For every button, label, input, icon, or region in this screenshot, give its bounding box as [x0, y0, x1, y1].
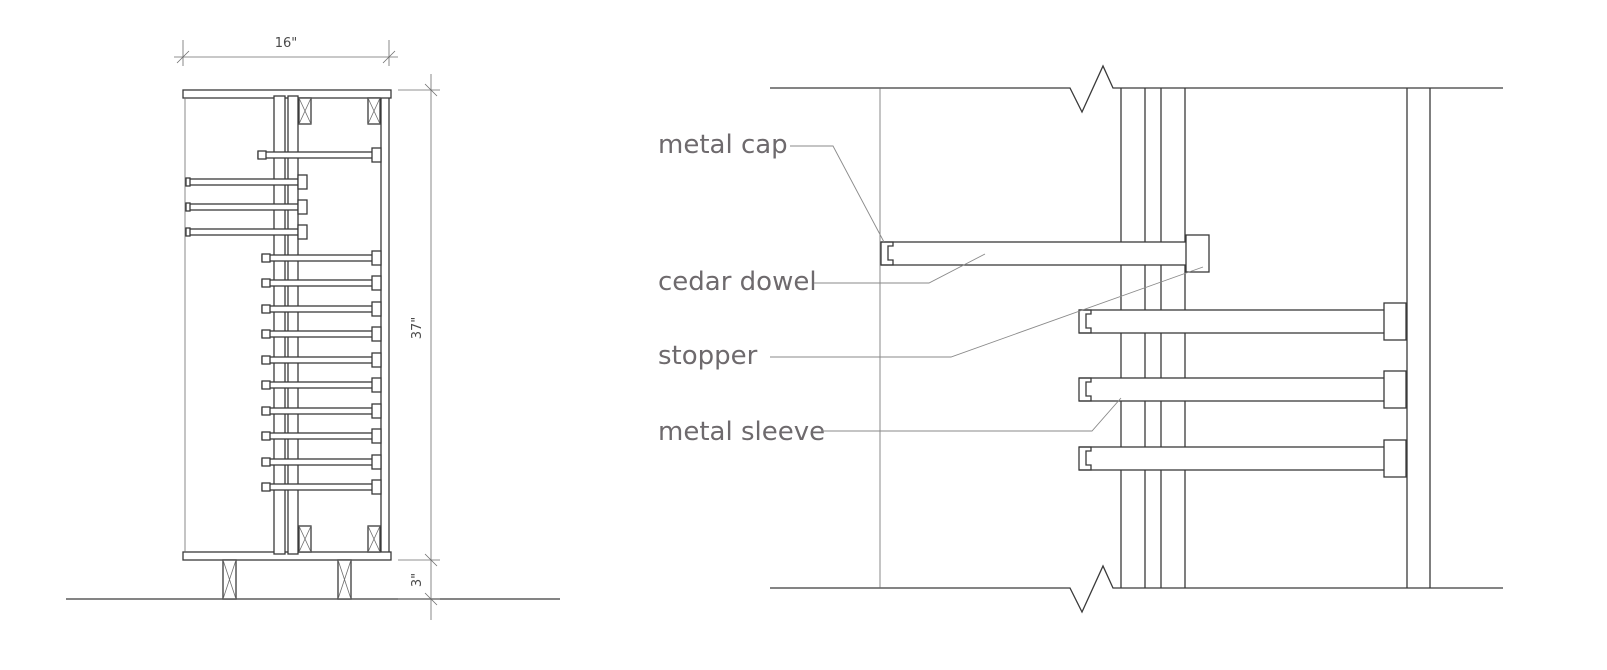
bottom-cap [182, 551, 392, 561]
detail-dowel [1078, 439, 1407, 478]
elevation-dowel [261, 479, 382, 495]
detail-dowel [1078, 302, 1407, 341]
label-metal-sleeve: metal sleeve [658, 417, 825, 447]
cabinet-elevation: 16" 37" 3" [66, 36, 560, 620]
top-break-line [770, 64, 1503, 114]
elevation-dowel [261, 403, 382, 419]
detail-dowel [1078, 370, 1407, 409]
stopper-block [1383, 439, 1407, 478]
metal-cap [1079, 309, 1092, 334]
bottom-blocks [298, 525, 381, 553]
elevation-dowel [261, 250, 382, 266]
elevation-dowel [261, 326, 382, 342]
stopper-block [1383, 370, 1407, 409]
height-dimension: 37" 3" [398, 74, 440, 620]
leader-metal-sleeve [822, 397, 1122, 432]
elevation-dowel [261, 352, 382, 368]
elevation-dowel-extended [185, 224, 308, 240]
leader-stopper [770, 266, 1204, 358]
elevation-dowel-extended [185, 199, 308, 215]
top-cap [182, 89, 392, 99]
legs [222, 559, 352, 600]
label-cedar-dowel: cedar dowel [658, 267, 817, 297]
detail-dowel-extended [880, 234, 1210, 273]
width-dimension: 16" [174, 36, 398, 66]
label-stopper: stopper [658, 341, 758, 371]
bottom-break-line [770, 564, 1503, 614]
leader-cedar-dowel [814, 253, 986, 284]
stopper-block [1383, 302, 1407, 341]
metal-cap-left [881, 241, 894, 266]
width-dimension-label: 16" [275, 36, 298, 51]
leader-metal-cap [790, 145, 885, 243]
elevation-dowel [257, 147, 382, 163]
height-dimension-label: 37" [410, 317, 425, 340]
leg-dimension-label: 3" [410, 573, 425, 587]
callouts: metal cap cedar dowel stopper metal slee… [658, 130, 1204, 447]
dowel-rods [185, 147, 382, 495]
elevation-dowel [261, 428, 382, 444]
metal-sleeves [1121, 241, 1185, 471]
elevation-dowel [261, 377, 382, 393]
elevation-dowel [261, 301, 382, 317]
detail-dowels-retracted [1078, 302, 1407, 478]
center-post-right [287, 95, 299, 555]
elevation-dowel-extended [185, 174, 308, 190]
metal-cap [1079, 446, 1092, 471]
joint-detail: metal cap cedar dowel stopper metal slee… [658, 64, 1503, 614]
metal-cap [1079, 377, 1092, 402]
elevation-dowel [261, 275, 382, 291]
stopper-block [1185, 234, 1210, 273]
top-blocks [298, 97, 381, 125]
center-post-left [273, 95, 286, 555]
elevation-dowel [261, 454, 382, 470]
label-metal-cap: metal cap [658, 130, 788, 160]
